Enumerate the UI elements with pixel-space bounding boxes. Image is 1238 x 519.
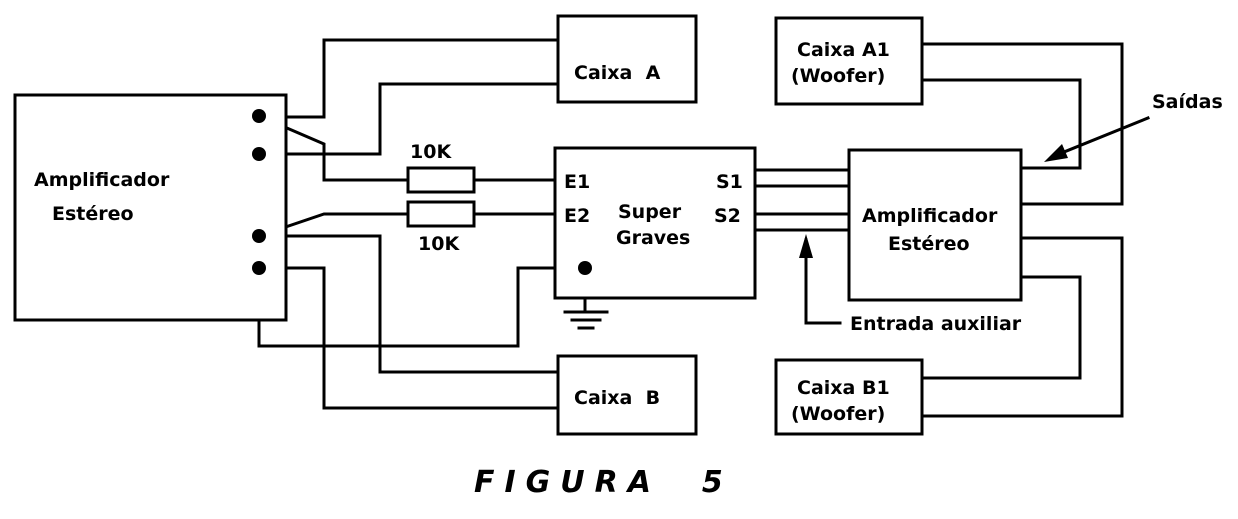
caixa-b1-line1: Caixa B1	[797, 377, 890, 399]
wire-amp-right-to-caixa-a1-outer	[920, 42, 1124, 206]
amp-right-line2: Estéreo	[888, 233, 970, 255]
resistor-r2	[406, 200, 476, 228]
wire-entrada-auxiliar-arrow	[804, 238, 842, 325]
terminal-out-bottom	[252, 229, 266, 243]
port-e1: E1	[564, 171, 590, 193]
port-s2: S2	[714, 205, 741, 227]
amp-left-line2: Estéreo	[52, 203, 134, 225]
resistor-r1-label: 10K	[410, 141, 452, 163]
wire-amp-right-to-caixa-b1-inner	[920, 275, 1082, 380]
wire-saidas-arrow	[1062, 116, 1150, 154]
wire-out-bottom-to-caixa-b	[257, 234, 560, 374]
caixa-b1-line2: (Woofer)	[791, 403, 885, 425]
block-caixa-b	[556, 354, 698, 436]
wire-amp-right-to-caixa-b1-outer	[920, 236, 1124, 418]
super-graves-line2: Graves	[616, 227, 690, 249]
amp-left-line1: Amplificador	[34, 169, 170, 191]
block-caixa-a1	[774, 16, 924, 106]
block-caixa-a	[556, 14, 698, 104]
saidas-arrowhead	[1044, 144, 1068, 162]
caixa-a-label: Caixa A	[574, 62, 661, 84]
terminal-super-graves-ground	[578, 261, 592, 275]
ground-symbol-super-graves	[563, 310, 609, 330]
terminal-gnd-top	[252, 147, 266, 161]
figure-caption: FIGURA 5	[474, 465, 733, 500]
caixa-b-label: Caixa B	[574, 387, 660, 409]
wire-out-top-to-caixa-a	[259, 38, 560, 119]
super-graves-line1: Super	[618, 201, 682, 223]
resistor-r2-label: 10K	[418, 233, 460, 255]
annotation-entrada-auxiliar: Entrada auxiliar	[850, 313, 1022, 335]
wire-gnd-bottom-to-super-graves	[257, 266, 587, 348]
wire-out-top-to-r1	[257, 114, 410, 182]
caixa-a1-line2: (Woofer)	[791, 65, 885, 87]
terminal-out-top	[252, 109, 266, 123]
wire-gnd-top-to-caixa-a	[259, 82, 560, 156]
port-s1: S1	[716, 171, 743, 193]
port-e2: E2	[564, 205, 590, 227]
amp-right-line1: Amplificador	[862, 205, 998, 227]
wire-amp-right-to-caixa-a1-inner	[920, 78, 1082, 170]
caixa-a1-line1: Caixa A1	[797, 39, 890, 61]
wire-gnd-bottom-to-caixa-b	[257, 266, 560, 410]
resistor-r1	[406, 166, 476, 194]
annotation-saidas: Saídas	[1152, 91, 1223, 113]
terminal-gnd-bottom	[252, 261, 266, 275]
entrada-auxiliar-arrowhead	[799, 234, 813, 258]
block-amplificador-right	[847, 148, 1023, 302]
block-caixa-b1	[774, 358, 924, 436]
block-amplificador-left	[13, 93, 288, 322]
